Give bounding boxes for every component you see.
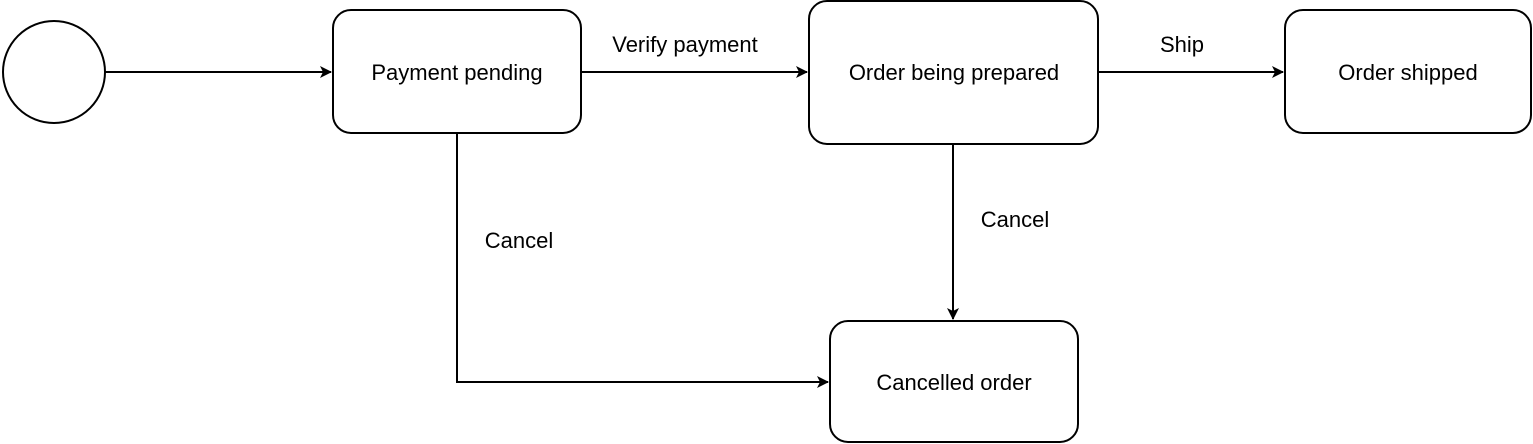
state-order-being-prepared-label: Order being prepared <box>849 60 1059 85</box>
transition-label-verify-payment: Verify payment <box>612 32 758 57</box>
transition-label-ship: Ship <box>1160 32 1204 57</box>
edge-cancel-from-pending <box>456 133 829 388</box>
transition-label-cancel-from-prepared: Cancel <box>981 207 1049 232</box>
initial-state-node <box>2 20 106 124</box>
state-payment-pending <box>332 9 582 134</box>
state-cancelled-order <box>829 320 1079 443</box>
state-payment-pending-label: Payment pending <box>371 60 542 85</box>
state-cancelled-order-label: Cancelled order <box>876 370 1031 395</box>
state-order-being-prepared <box>808 0 1099 145</box>
state-order-shipped-label: Order shipped <box>1338 60 1477 85</box>
transition-label-cancel-from-pending: Cancel <box>485 228 553 253</box>
state-order-shipped <box>1284 9 1532 134</box>
